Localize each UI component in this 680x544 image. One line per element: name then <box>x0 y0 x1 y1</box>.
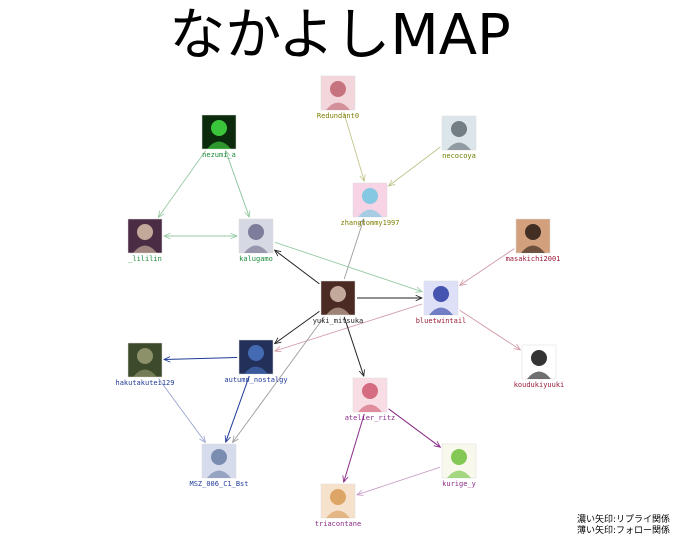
avatar-figure-triacontane <box>330 489 346 505</box>
avatar-figure-kalugamo <box>248 224 264 240</box>
node-koudukiyuuki[interactable]: koudukiyuuki <box>514 345 565 389</box>
avatar-figure-necocoya <box>451 121 467 137</box>
edge-yuki_mitsuka-to-zhangtommy1997 <box>344 219 364 279</box>
node-necocoya[interactable]: necocoya <box>442 116 476 160</box>
node-label-MSZ_006_C1_Bst: MSZ_006_C1_Bst <box>189 480 248 488</box>
edge-necocoya-to-zhangtommy1997 <box>389 147 441 186</box>
avatar-figure-nezumi_a <box>211 120 227 136</box>
avatar-figure-atelier_ritz <box>362 383 378 399</box>
node-label-kalugamo: kalugamo <box>239 255 273 263</box>
avatar-figure-MSZ_006_C1_Bst <box>211 449 227 465</box>
legend: 濃い矢印:リプライ関係 薄い矢印:フォロー関係 <box>577 515 670 537</box>
node-label-bluetwintail: bluetwintail <box>416 317 467 325</box>
node-nezumi_a[interactable]: nezumi_a <box>202 115 236 159</box>
edge-bluetwintail-to-koudukiyuuki <box>460 310 521 350</box>
node-label-koudukiyuuki: koudukiyuuki <box>514 381 565 389</box>
node-_lililin[interactable]: _lililin <box>128 219 162 263</box>
avatar-figure-autumn_nostalgy <box>248 345 264 361</box>
node-masakichi2001[interactable]: masakichi2001 <box>506 219 561 263</box>
node-label-nezumi_a: nezumi_a <box>202 151 236 159</box>
node-label-_lililin: _lililin <box>128 255 162 263</box>
edge-kalugamo-to-nezumi_a <box>226 151 250 217</box>
node-label-necocoya: necocoya <box>442 152 476 160</box>
edge-hakutakutei129-to-MSZ_006_C1_Bst <box>159 379 206 443</box>
node-label-hakutakutei129: hakutakutei129 <box>115 379 174 387</box>
node-yuki_mitsuka[interactable]: yuki_mitsuka <box>313 281 364 325</box>
avatar-figure-zhangtommy1997 <box>362 188 378 204</box>
node-kurige_y[interactable]: kurige_y <box>442 444 476 488</box>
edge-nezumi_a-to-_lililin <box>158 151 205 218</box>
node-label-zhangtommy1997: zhangtommy1997 <box>340 219 399 227</box>
node-MSZ_006_C1_Bst[interactable]: MSZ_006_C1_Bst <box>189 444 248 488</box>
node-bluetwintail[interactable]: bluetwintail <box>416 281 467 325</box>
edge-autumn_nostalgy-to-MSZ_006_C1_Bst <box>226 376 250 442</box>
avatar-figure-kurige_y <box>451 449 467 465</box>
node-label-atelier_ritz: atelier_ritz <box>345 414 396 422</box>
node-label-triacontane: triacontane <box>315 520 361 528</box>
avatar-figure-_lililin <box>137 224 153 240</box>
avatar-figure-koudukiyuuki <box>531 350 547 366</box>
node-label-kurige_y: kurige_y <box>442 480 476 488</box>
node-label-autumn_nostalgy: autumn_nostalgy <box>224 376 287 384</box>
avatar-figure-yuki_mitsuka <box>330 286 346 302</box>
avatar-figure-bluetwintail <box>433 286 449 302</box>
node-label-yuki_mitsuka: yuki_mitsuka <box>313 317 364 325</box>
edge-Redundant0-to-zhangtommy1997 <box>344 112 365 181</box>
avatar-figure-masakichi2001 <box>525 224 541 240</box>
node-label-Redundant0: Redundant0 <box>317 112 359 120</box>
node-label-masakichi2001: masakichi2001 <box>506 255 561 263</box>
legend-reply: 濃い矢印:リプライ関係 <box>577 515 670 526</box>
legend-follow: 薄い矢印:フォロー関係 <box>577 526 670 537</box>
node-zhangtommy1997[interactable]: zhangtommy1997 <box>340 183 399 227</box>
edge-atelier_ritz-to-kurige_y <box>389 409 441 447</box>
node-Redundant0[interactable]: Redundant0 <box>317 76 359 120</box>
nodes-layer: Redundant0 necocoya nezumi_a zhangtommy1997… <box>115 76 564 528</box>
node-hakutakutei129[interactable]: hakutakutei129 <box>115 343 174 387</box>
edge-atelier_ritz-to-triacontane <box>344 414 365 482</box>
edge-autumn_nostalgy-to-hakutakutei129 <box>164 358 237 360</box>
avatar-figure-hakutakutei129 <box>137 348 153 364</box>
node-triacontane[interactable]: triacontane <box>315 484 361 528</box>
avatar-figure-Redundant0 <box>330 81 346 97</box>
node-atelier_ritz[interactable]: atelier_ritz <box>345 378 396 422</box>
node-kalugamo[interactable]: kalugamo <box>239 219 273 263</box>
edge-kurige_y-to-triacontane <box>357 467 440 495</box>
node-autumn_nostalgy[interactable]: autumn_nostalgy <box>224 340 287 384</box>
